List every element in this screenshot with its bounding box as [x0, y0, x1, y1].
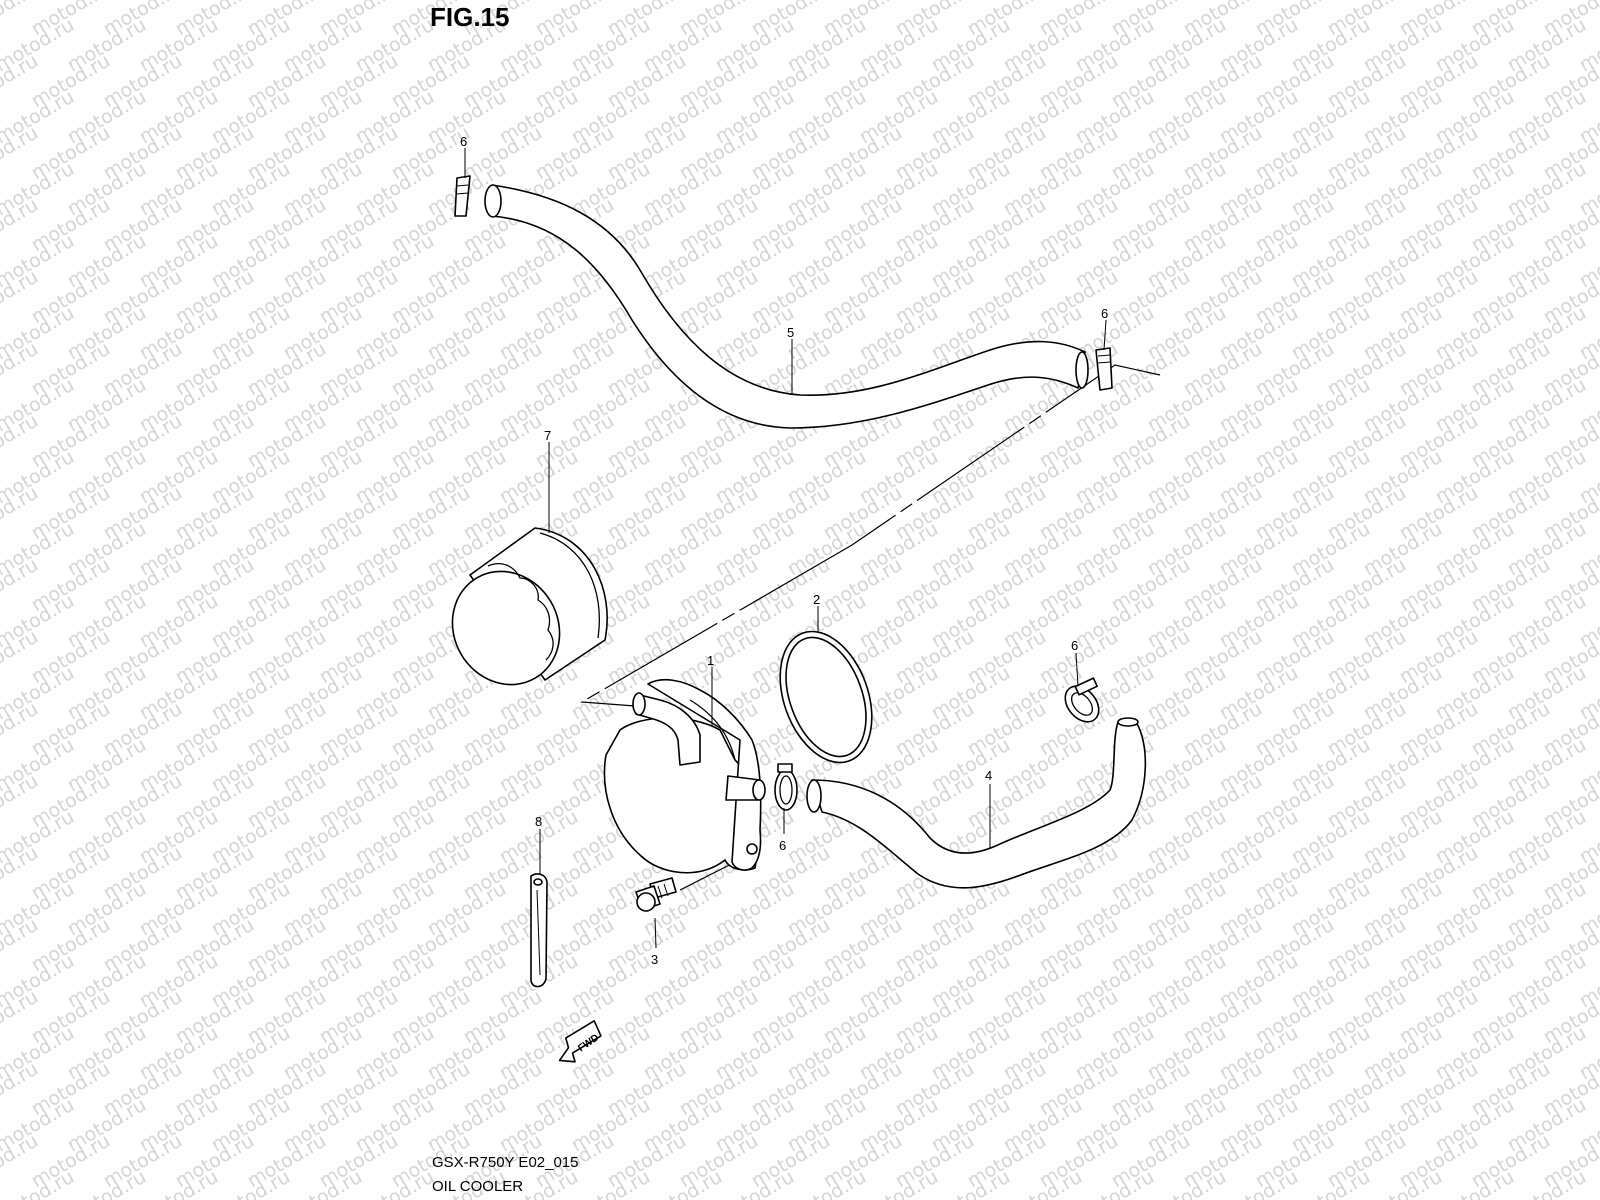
strap-part-8 — [530, 873, 548, 988]
callout-3: 3 — [651, 952, 658, 967]
callout-1: 1 — [707, 653, 714, 668]
callout-7: 7 — [544, 428, 551, 443]
figure-title: FIG.15 — [430, 2, 510, 32]
callout-8: 8 — [535, 814, 542, 829]
callout-5: 5 — [787, 325, 794, 340]
callout-6-top-right: 6 — [1101, 306, 1108, 321]
callout-4: 4 — [985, 768, 992, 783]
callout-6-cooler-outlet: 6 — [779, 838, 786, 853]
figure-name: OIL COOLER — [432, 1178, 524, 1195]
watermark-text: motod.ru — [1576, 0, 1600, 4]
figure-model-code: GSX-R750Y E02_015 — [432, 1154, 579, 1171]
callout-6-top-left: 6 — [460, 134, 467, 149]
callout-2: 2 — [813, 592, 820, 607]
callout-6-lower-right: 6 — [1071, 638, 1078, 653]
hose-clip-top-right — [1095, 347, 1113, 391]
